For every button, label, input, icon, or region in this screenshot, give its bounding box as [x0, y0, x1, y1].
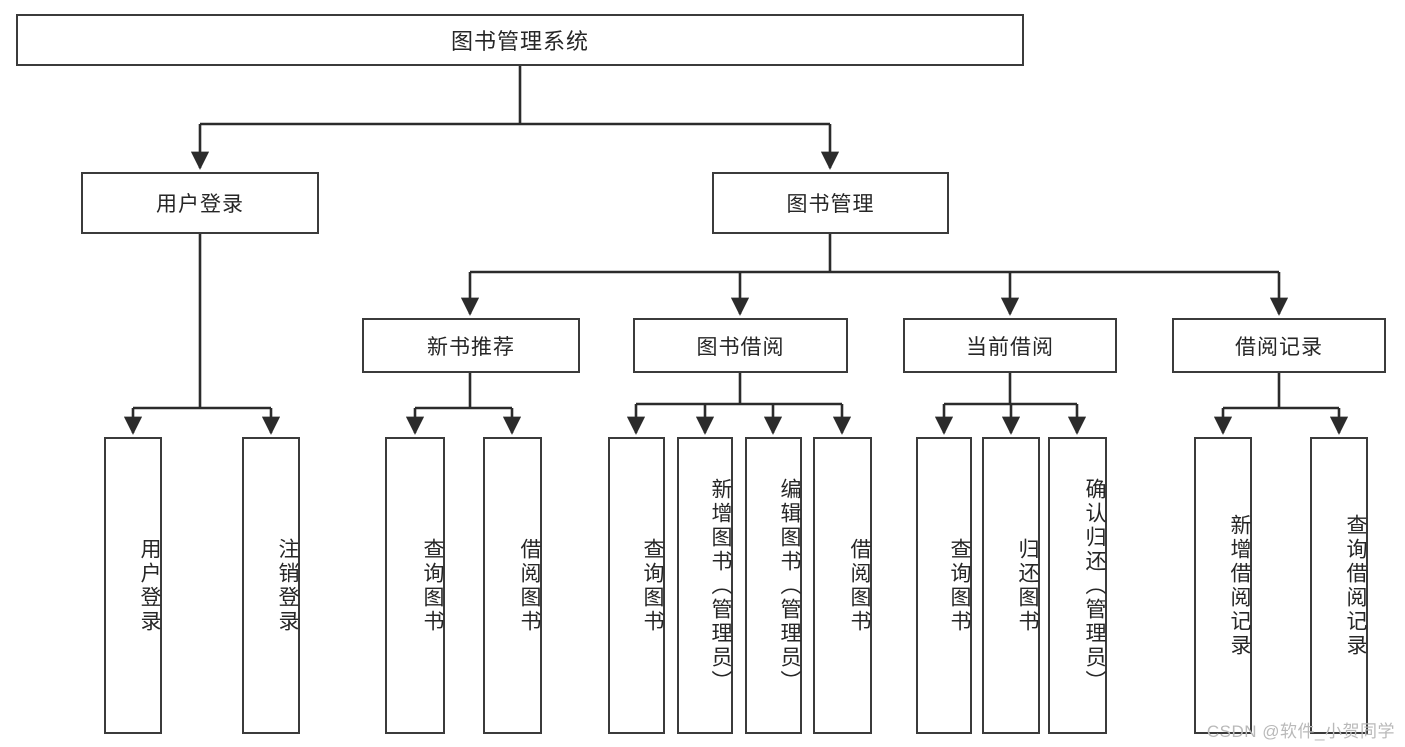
node-leaf-user-login-label: 用户登录 — [138, 537, 161, 634]
watermark-text: CSDN @软件_小贺同学 — [1206, 722, 1395, 741]
node-leaf-query-book-borrow[interactable]: 查询图书 — [608, 437, 665, 734]
node-leaf-query-borrow-record[interactable]: 查询借阅记录 — [1310, 437, 1368, 734]
node-leaf-query-book-newbook-label: 查询图书 — [421, 537, 444, 634]
node-leaf-add-borrow-record[interactable]: 新增借阅记录 — [1194, 437, 1252, 734]
node-level1-user-login-label: 用户登录 — [156, 193, 244, 216]
node-leaf-query-book-current[interactable]: 查询图书 — [916, 437, 972, 734]
node-leaf-query-book-borrow-label: 查询图书 — [641, 537, 664, 634]
node-leaf-logout[interactable]: 注销登录 — [242, 437, 300, 734]
node-leaf-confirm-return-admin[interactable]: 确认归还（管理员） — [1048, 437, 1107, 734]
node-root[interactable]: 图书管理系统 — [16, 14, 1024, 66]
node-level2-book-borrow-label: 图书借阅 — [696, 335, 785, 359]
node-level2-current-borrow-label: 当前借阅 — [966, 335, 1054, 359]
node-leaf-add-borrow-record-label: 新增借阅记录 — [1228, 513, 1251, 658]
node-leaf-edit-book-admin[interactable]: 编辑图书（管理员） — [745, 437, 802, 734]
node-level2-book-borrow[interactable]: 图书借阅 — [633, 318, 848, 373]
node-level1-user-login[interactable]: 用户登录 — [81, 172, 319, 234]
node-leaf-edit-book-admin-label: 编辑图书（管理员） — [778, 477, 801, 694]
node-level2-current-borrow[interactable]: 当前借阅 — [903, 318, 1117, 373]
node-level2-borrow-record[interactable]: 借阅记录 — [1172, 318, 1386, 373]
node-leaf-borrow-book[interactable]: 借阅图书 — [813, 437, 872, 734]
node-leaf-borrow-book-newbook-label: 借阅图书 — [518, 537, 541, 634]
node-level2-new-book-recommend[interactable]: 新书推荐 — [362, 318, 580, 373]
node-leaf-add-book-admin-label: 新增图书（管理员） — [709, 477, 732, 694]
node-leaf-borrow-book-label: 借阅图书 — [848, 537, 871, 634]
node-level2-new-book-recommend-label: 新书推荐 — [427, 335, 515, 359]
node-level2-borrow-record-label: 借阅记录 — [1235, 335, 1323, 359]
node-leaf-return-book-label: 归还图书 — [1016, 537, 1039, 634]
node-leaf-user-login[interactable]: 用户登录 — [104, 437, 162, 734]
node-leaf-add-book-admin[interactable]: 新增图书（管理员） — [677, 437, 733, 734]
node-leaf-logout-label: 注销登录 — [276, 537, 299, 634]
node-root-label: 图书管理系统 — [450, 29, 589, 54]
node-leaf-return-book[interactable]: 归还图书 — [982, 437, 1040, 734]
node-leaf-query-borrow-record-label: 查询借阅记录 — [1344, 513, 1367, 658]
node-leaf-confirm-return-admin-label: 确认归还（管理员） — [1083, 477, 1106, 694]
node-level1-book-management[interactable]: 图书管理 — [712, 172, 949, 234]
node-level1-book-management-label: 图书管理 — [786, 193, 875, 216]
node-leaf-query-book-current-label: 查询图书 — [948, 537, 971, 634]
node-leaf-query-book-newbook[interactable]: 查询图书 — [385, 437, 445, 734]
node-leaf-borrow-book-newbook[interactable]: 借阅图书 — [483, 437, 542, 734]
